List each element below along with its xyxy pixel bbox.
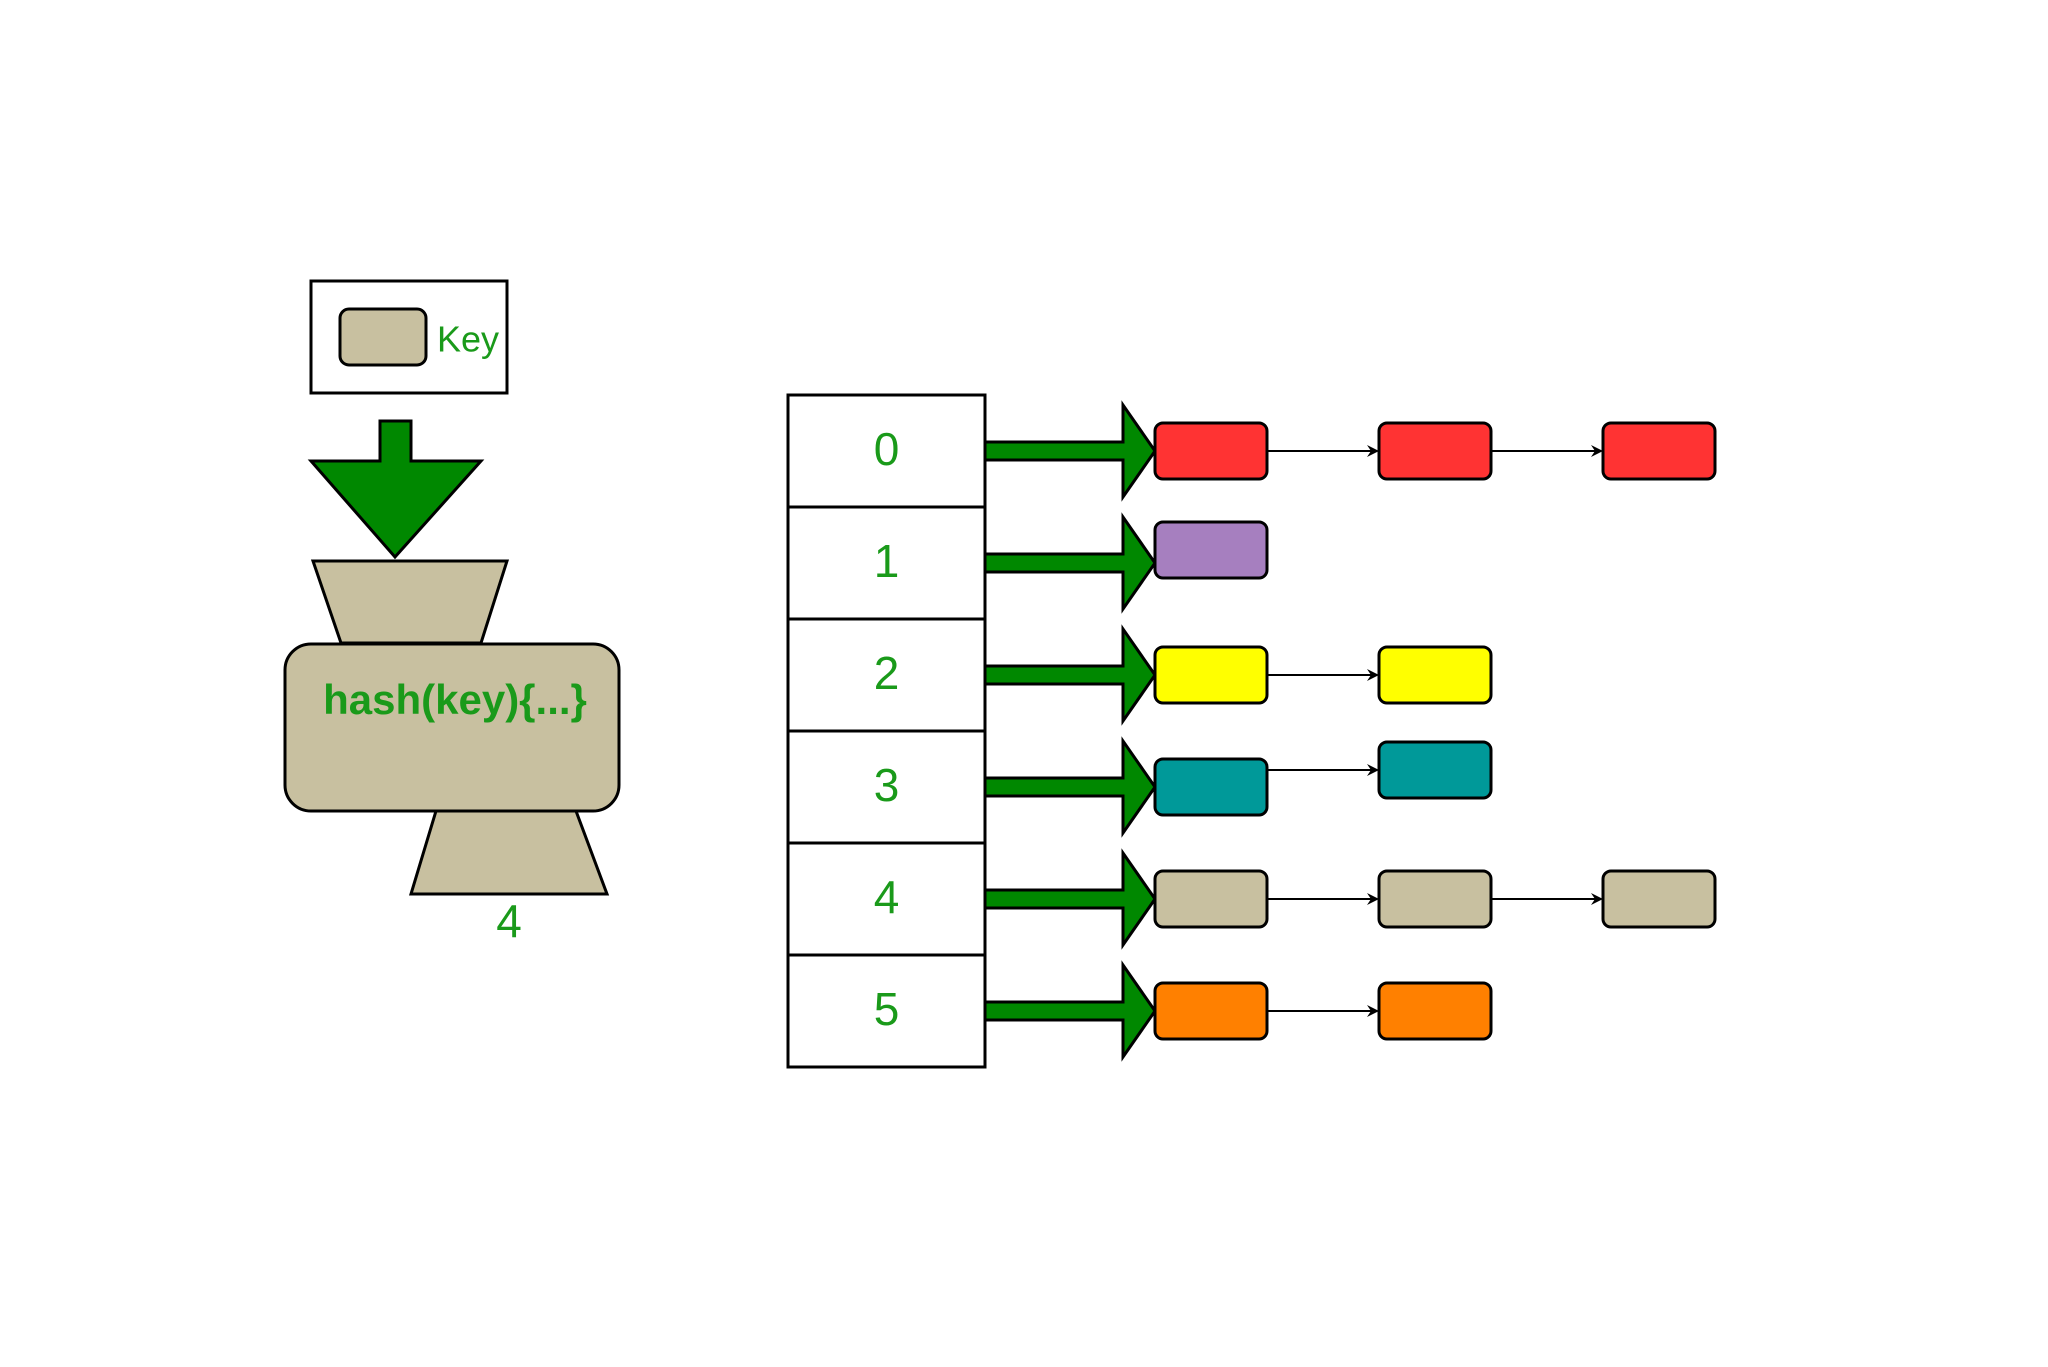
bucket-index: 2 [874, 647, 900, 699]
chain-node [1153, 520, 1269, 580]
chain-node [1601, 869, 1717, 929]
chain-node [1377, 740, 1493, 800]
chain-node [1153, 421, 1269, 481]
bucket-pointer-arrow-icon [983, 848, 1157, 950]
bucket-index: 4 [874, 871, 900, 923]
chain-node [1377, 645, 1493, 705]
bucket-2: 2 [786, 617, 1493, 733]
bucket-index: 5 [874, 983, 900, 1035]
bucket-cell [786, 505, 987, 621]
key-label: Key [437, 319, 499, 360]
chain-node [1377, 981, 1493, 1041]
bucket-3: 3 [786, 729, 1493, 845]
chain-node [1377, 421, 1493, 481]
chain-node [1377, 869, 1493, 929]
bucket-pointer-arrow-icon [983, 736, 1157, 838]
bucket-cell [786, 393, 987, 509]
bucket-4: 4 [786, 841, 1717, 957]
hash-output-value: 4 [496, 895, 522, 947]
bucket-array: 0 1 2 3 4 5 [786, 393, 1717, 1069]
bucket-pointer-arrow-icon [983, 512, 1157, 614]
bucket-index: 3 [874, 759, 900, 811]
chain-node [1153, 757, 1269, 817]
chain-node [1153, 645, 1269, 705]
bucket-0: 0 [786, 393, 1717, 509]
input-arrow-icon [307, 419, 485, 560]
hash-function-label: hash(key){...} [323, 676, 587, 723]
bucket-1: 1 [786, 505, 1269, 621]
bucket-cell [786, 617, 987, 733]
bucket-cell [786, 953, 987, 1069]
bucket-pointer-arrow-icon [983, 960, 1157, 1062]
key-swatch [338, 307, 428, 367]
bucket-pointer-arrow-icon [983, 624, 1157, 726]
bucket-pointer-arrow-icon [983, 400, 1157, 502]
hash-function: hash(key){...} [283, 559, 621, 896]
bucket-5: 5 [786, 953, 1493, 1069]
chain-node [1153, 981, 1269, 1041]
bucket-index: 0 [874, 423, 900, 475]
chain-node [1601, 421, 1717, 481]
chain-node [1153, 869, 1269, 929]
bucket-cell [786, 841, 987, 957]
bucket-index: 1 [874, 535, 900, 587]
key-legend: Key [309, 279, 509, 395]
